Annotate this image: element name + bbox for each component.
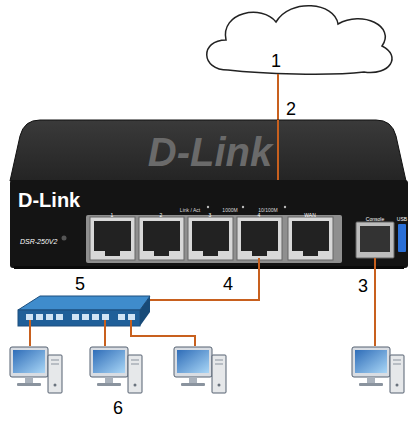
label-holder: Link / Act bbox=[180, 199, 200, 215]
usb-port bbox=[398, 224, 406, 252]
label-holder: Console bbox=[366, 208, 384, 224]
label-holder: 3 bbox=[209, 204, 212, 220]
pc-cable bbox=[29, 320, 31, 346]
switch-top bbox=[18, 296, 150, 310]
embossed-logo: D-Link bbox=[148, 132, 272, 172]
pc-cable bbox=[131, 320, 195, 346]
label-holder: 4 bbox=[223, 275, 233, 293]
port-label: 3 bbox=[209, 213, 212, 218]
computer-icon bbox=[352, 347, 404, 393]
router-front bbox=[10, 180, 408, 268]
port-label: 4 bbox=[258, 213, 261, 218]
switch-side bbox=[140, 296, 150, 326]
router-front-panel: D-LinkDSR-250V2 bbox=[10, 180, 408, 268]
brand-logo: D-Link bbox=[18, 190, 80, 210]
led-legend: 10/100M bbox=[258, 208, 277, 213]
callout-number: 3 bbox=[358, 277, 368, 295]
computer-icon bbox=[90, 347, 142, 393]
label-holder: 2 bbox=[286, 100, 296, 118]
internet-cloud bbox=[207, 6, 392, 75]
computer-icon bbox=[174, 347, 226, 393]
callout-number: 2 bbox=[286, 100, 296, 118]
computer-icon bbox=[10, 347, 62, 393]
callout-number: 6 bbox=[113, 399, 123, 417]
console-cable bbox=[374, 258, 376, 346]
label-holder: USB bbox=[397, 208, 407, 224]
led-legend: 1000M bbox=[222, 208, 237, 213]
router-top bbox=[10, 120, 406, 181]
port-label: 1 bbox=[111, 213, 114, 218]
label-holder: 6 bbox=[113, 399, 123, 417]
pc-cable bbox=[104, 320, 106, 346]
port-label: Console bbox=[366, 217, 384, 222]
power-led bbox=[62, 236, 67, 241]
label-holder: 1000M bbox=[222, 199, 237, 215]
console-slot bbox=[360, 226, 390, 252]
port-label: USB bbox=[397, 217, 407, 222]
label-holder: 5 bbox=[75, 275, 85, 293]
label-holder: WAN bbox=[304, 204, 315, 220]
label-holder: 1 bbox=[271, 52, 281, 70]
callout-number: 4 bbox=[223, 275, 233, 293]
port-label: 2 bbox=[160, 213, 163, 218]
label-holder: 4 bbox=[258, 204, 261, 220]
console-port bbox=[356, 222, 394, 258]
label-holder: 10/100M bbox=[258, 199, 277, 215]
lan-cable bbox=[138, 258, 259, 310]
port-bank bbox=[86, 215, 342, 263]
label-holder: 2 bbox=[160, 204, 163, 220]
callout-number: 1 bbox=[271, 52, 281, 70]
port-label: WAN bbox=[304, 213, 315, 218]
switch-front bbox=[18, 310, 140, 326]
label-holder: 1 bbox=[111, 204, 114, 220]
label-holder: D-Link bbox=[148, 132, 272, 172]
router-foot bbox=[14, 266, 404, 269]
ethernet-ports bbox=[90, 217, 333, 260]
model-name: DSR-250V2 bbox=[20, 238, 57, 245]
switch-ports bbox=[26, 314, 135, 320]
label-holder: 3 bbox=[358, 277, 368, 295]
led-legend: Link / Act bbox=[180, 208, 200, 213]
callout-number: 5 bbox=[75, 275, 85, 293]
